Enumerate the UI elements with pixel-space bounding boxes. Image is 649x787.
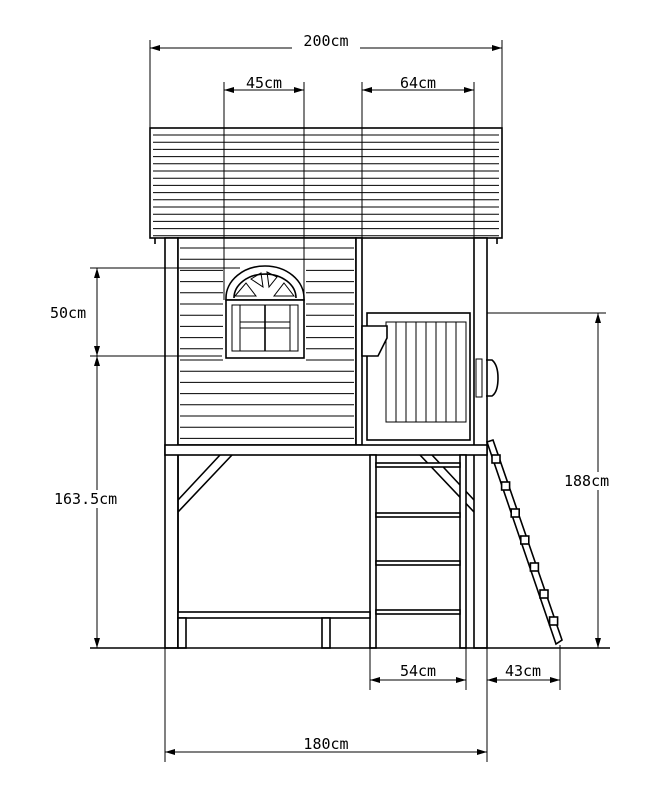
dim-label-window-height: 50cm bbox=[50, 304, 86, 322]
dim-label-200cm: 200cm bbox=[303, 32, 348, 50]
dim-label-ramp-depth: 43cm bbox=[505, 662, 541, 680]
ladder-rung bbox=[375, 462, 461, 468]
dim-label-ladder-width: 54cm bbox=[400, 662, 436, 680]
climbing-ramp bbox=[485, 438, 563, 646]
climbing-hold bbox=[510, 508, 521, 518]
posts bbox=[164, 237, 488, 649]
arched-window bbox=[225, 265, 305, 359]
ladder-rung bbox=[375, 560, 461, 566]
climbing-hold bbox=[519, 535, 530, 545]
roof bbox=[149, 127, 503, 244]
dim-label-188cm: 188cm bbox=[564, 472, 609, 490]
climbing-hold bbox=[491, 454, 501, 464]
climbing-hold bbox=[548, 616, 559, 626]
climbing-hold bbox=[539, 589, 549, 599]
ladder bbox=[369, 454, 467, 649]
ladder-rung bbox=[375, 512, 461, 518]
base-frame bbox=[177, 611, 371, 649]
dim-label-floor-height: 163.5cm bbox=[54, 490, 117, 508]
door-panel bbox=[361, 312, 499, 441]
climbing-hold bbox=[500, 481, 511, 491]
dim-label-window-width: 45cm bbox=[246, 74, 282, 92]
dim-label-door-width: 64cm bbox=[400, 74, 436, 92]
ladder-rung bbox=[375, 609, 461, 615]
climbing-hold bbox=[529, 562, 540, 572]
dim-label-base-width: 180cm bbox=[303, 735, 348, 753]
dimension-lines bbox=[90, 40, 606, 762]
